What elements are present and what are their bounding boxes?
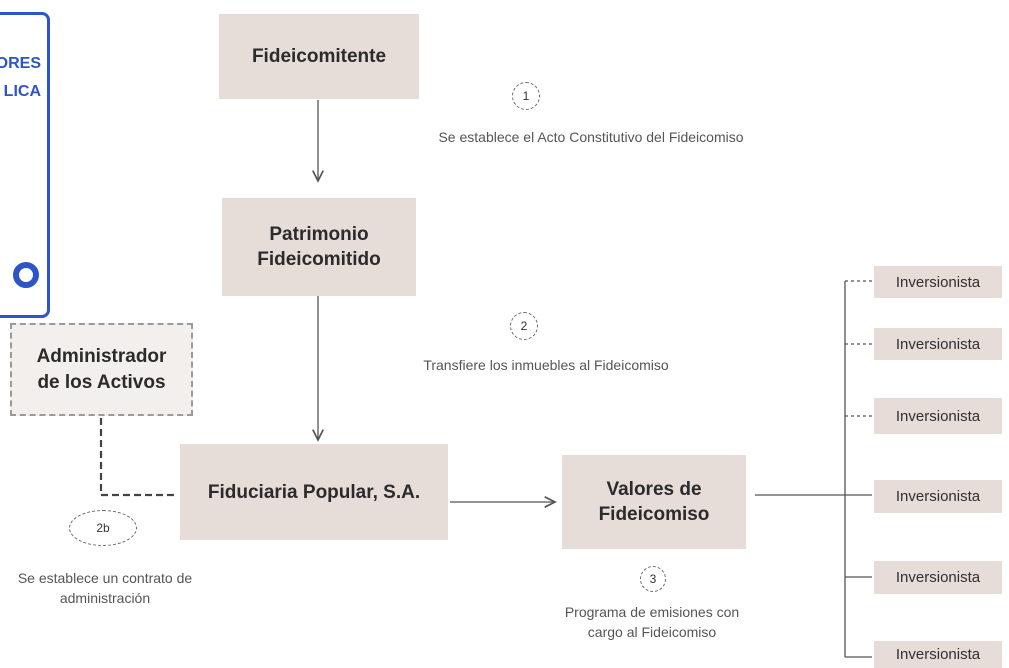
step-1-text: Se establece el Acto Constitutivo del Fi… — [438, 129, 744, 145]
stamp-ring — [13, 262, 39, 288]
stamp-seal: ORES LICA — [0, 12, 50, 318]
node-fideicomitente: Fideicomitente — [219, 14, 419, 99]
step-3-text: Programa de emisiones con cargo al Fidei… — [564, 604, 740, 640]
node-patrimonio: Patrimonio Fideicomitido — [222, 198, 416, 296]
node-valores: Valores de Fideicomiso — [562, 455, 746, 549]
step-2-badge: 2 — [510, 312, 538, 340]
stamp-text-line2: LICA — [3, 83, 41, 100]
investor-box: Inversionista — [874, 328, 1002, 360]
investor-box: Inversionista — [874, 398, 1002, 434]
node-fiduciaria: Fiduciaria Popular, S.A. — [180, 444, 448, 540]
step-2b-text: Se establece un contrato de administraci… — [17, 570, 193, 606]
step-2b-badge: 2b — [69, 510, 137, 546]
stamp-text-line1: ORES — [0, 55, 41, 72]
step-3-badge: 3 — [640, 566, 666, 592]
step-1-badge: 1 — [512, 82, 540, 110]
dashed-admin-link — [99, 418, 178, 497]
investor-box: Inversionista — [874, 641, 1002, 668]
step-2-text: Transfiere los inmuebles al Fideicomiso — [423, 357, 669, 373]
investor-box: Inversionista — [874, 561, 1002, 594]
investor-box: Inversionista — [874, 480, 1002, 513]
investor-box: Inversionista — [874, 266, 1002, 298]
node-administrador: Administrador de los Activos — [10, 323, 193, 416]
